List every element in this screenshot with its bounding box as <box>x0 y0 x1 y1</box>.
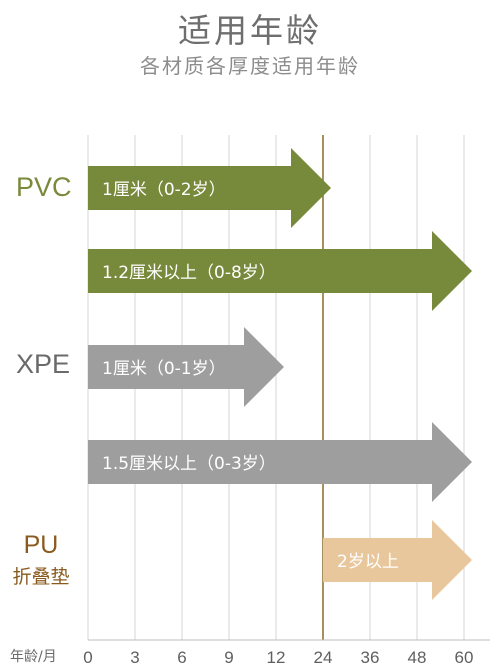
range-arrow <box>88 148 331 228</box>
range-arrow <box>88 231 472 311</box>
range-arrow-label: 1.2厘米以上（0-8岁） <box>102 263 276 283</box>
x-tick-label: 24 <box>314 648 333 667</box>
x-tick-label: 48 <box>408 648 427 667</box>
x-tick-label: 36 <box>361 648 380 667</box>
range-arrow <box>88 327 284 407</box>
range-arrow <box>323 520 472 600</box>
x-axis-label: 年龄/月 <box>10 649 57 665</box>
chart-title: 适用年龄 <box>178 11 322 50</box>
range-arrow-label: 2岁以上 <box>337 552 399 572</box>
material-label-xpe: XPE <box>16 349 71 379</box>
x-tick-label: 3 <box>130 648 139 667</box>
range-arrow-label: 1厘米（0-1岁） <box>102 359 226 379</box>
range-arrow-label: 1.5厘米以上（0-3岁） <box>102 454 276 474</box>
material-label-pu-sub: 折叠垫 <box>12 567 70 588</box>
x-tick-label: 12 <box>267 648 286 667</box>
x-tick-label: 0 <box>83 648 92 667</box>
x-tick-label: 60 <box>455 648 474 667</box>
range-arrow-label: 1厘米（0-2岁） <box>102 180 226 200</box>
x-tick-label: 6 <box>177 648 186 667</box>
range-arrow <box>88 422 472 502</box>
material-label-pu: PU <box>23 531 59 559</box>
chart-subtitle: 各材质各厚度适用年龄 <box>140 54 360 78</box>
material-label-pvc: PVC <box>16 172 72 202</box>
x-tick-label: 9 <box>224 648 233 667</box>
